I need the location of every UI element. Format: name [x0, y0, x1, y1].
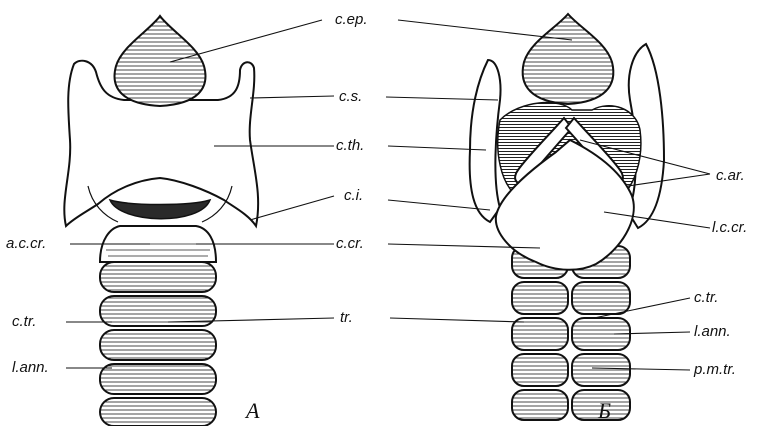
epiglottis-a — [115, 16, 206, 106]
label-l-c-cr: l.c.cr. — [712, 219, 747, 236]
label-p-m-tr: p.m.tr. — [693, 361, 736, 378]
label-c-ep: c.ep. — [335, 11, 368, 28]
tracheal-ring — [512, 318, 568, 350]
panel-a-drawing — [64, 16, 258, 426]
panel-letter-b: Б — [597, 398, 611, 423]
label-c-i: c.i. — [344, 187, 363, 204]
label-tr: tr. — [340, 309, 353, 326]
trachea-a — [100, 262, 216, 426]
tracheal-ring — [572, 282, 630, 314]
label-l-ann-left: l.ann. — [12, 359, 49, 376]
label-c-s: c.s. — [339, 88, 362, 105]
label-c-tr-right: c.tr. — [694, 289, 718, 306]
tracheal-ring — [572, 354, 630, 386]
label-a-c-cr: a.c.cr. — [6, 235, 46, 252]
tracheal-ring — [100, 364, 216, 394]
tracheal-ring — [512, 354, 568, 386]
tracheal-ring — [512, 390, 568, 420]
tracheal-ring — [100, 262, 216, 292]
label-c-th: c.th. — [336, 137, 364, 154]
tracheal-ring — [512, 282, 568, 314]
label-c-cr: c.cr. — [336, 235, 364, 252]
label-c-ar: c.ar. — [716, 167, 745, 184]
trachea-b — [512, 246, 630, 420]
thyroid-horn-left-b — [470, 60, 501, 222]
tracheal-ring — [100, 330, 216, 360]
label-c-tr-left: c.tr. — [12, 313, 36, 330]
label-l-ann-right: l.ann. — [694, 323, 731, 340]
panel-letter-a: А — [244, 398, 260, 423]
epiglottis-b — [523, 14, 614, 104]
tracheal-ring — [100, 398, 216, 426]
